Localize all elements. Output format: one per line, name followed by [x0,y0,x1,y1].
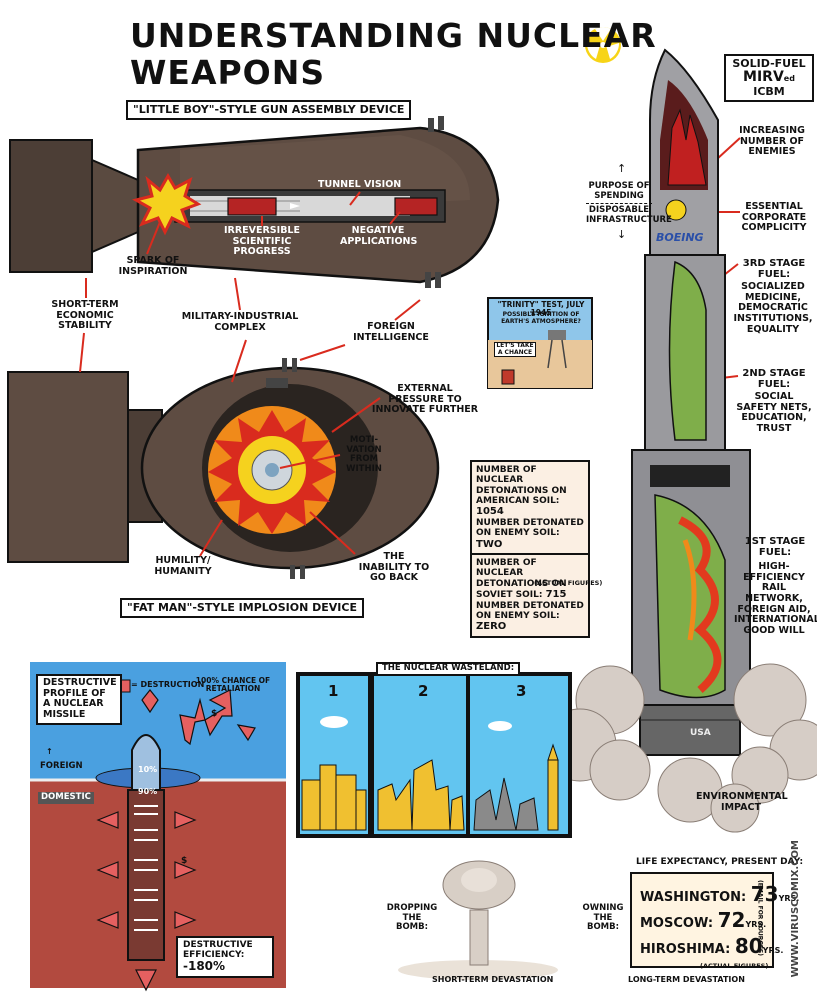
email-note: (email for sources) [756,880,764,956]
owning-caption: Long-term devastation [628,975,745,984]
short-term-label: Short-term economic stability [51,299,119,332]
purpose-divider [586,203,652,204]
life-expectancy-heading: Life expectancy, present day: [636,857,804,867]
fat-man-heading: "Fat Man"-style implosion device [120,598,364,619]
fat-man-bomb [7,358,440,579]
efficiency-label: Destructive efficiency: [183,940,253,961]
le-city: Hiroshima: [640,942,731,957]
le-row-hiroshima: Hiroshima: 80yrs. [640,934,783,958]
le-value: 80 [734,934,763,958]
wasteland-heading: The nuclear wasteland: [376,662,521,676]
us-enemy-value: Two [476,538,503,550]
ussr-detonations-value: 715 [545,589,567,601]
panel-3-number: 3 [516,682,527,700]
stage2-items: Social safety nets, education, trust [736,391,812,434]
usa-marking: USA [690,728,711,738]
profile-panel [30,662,286,992]
arrow-up-icon: ↑ [617,162,627,175]
radiation-icon [585,27,621,63]
profile-heading: Destructive profile of a nuclear missile [36,674,122,725]
spark-label: Spark of inspiration [118,255,188,277]
domestic-percent: 90% [138,787,158,796]
stage2-title: 2nd stage fuel: [742,368,806,391]
dollar-sign-1: $ [211,709,218,719]
site-credit: www.viruscomix.com [790,840,801,978]
external-pressure-label: External pressure to innovate further [371,383,479,416]
destruction-legend: = Destruction [131,680,205,689]
le-row-moscow: Moscow: 72yrs. [640,908,767,932]
stage3-title: 3rd stage fuel: [742,258,806,281]
detonation-stats: Number of nuclear detonations on America… [470,460,590,638]
mic-label: Military-industrial complex [181,311,299,333]
domestic-label: Domestic [38,792,94,804]
efficiency-box: Destructive efficiency: -180% [176,936,274,978]
stage3-items: Socialized medicine, democratic institut… [733,281,813,335]
humility-label: Humility/ humanity [154,555,212,577]
ussr-enemy-label: Number detonated on enemy soil: [476,600,584,621]
rocket-heading-icbm: ICBM [753,84,785,98]
dollar-sign-2: $ [181,856,188,866]
motivation-label: Moti-vation from within [346,435,382,474]
irreversible-label: Irreversible scientific progress [224,225,300,258]
foreign-label: Foreign [40,761,83,771]
le-city: Moscow: [640,916,714,931]
disposable-label: Disposable infrastructure [586,205,672,225]
retaliation-label: 100% chance of retaliation [195,676,271,694]
stats-note: (actual figures) [534,579,603,587]
le-unit: yrs. [745,920,767,929]
efficiency-value: -180% [183,959,226,974]
panel-1-number: 1 [328,682,339,700]
icbm-rocket [631,48,751,756]
owning-label: Owning the bomb: [582,903,624,933]
us-detonations-value: 1054 [476,506,504,518]
foreign-arrow: ↑ [46,747,53,756]
trinity-caption: "Trinity" test, July 1945 [497,300,585,318]
panel-2-number: 2 [418,682,429,700]
tunnel-label: Tunnel vision [318,179,402,190]
negative-label: Negative applications [340,225,418,247]
us-detonations-label: Number of nuclear detonations on America… [476,465,567,507]
rocket-heading-mirv: MIRV [743,69,784,86]
foreign-intel-label: Foreign intelligence [353,321,429,343]
le-row-washington: Washington: 73yrs. [640,882,799,906]
trinity-sub: Possible ignition of Earth's atmosphere? [501,311,581,325]
life-expectancy-note: (actual figures) [700,962,769,970]
inability-label: The inability to go back [358,551,430,584]
le-city: Washington: [640,890,747,905]
little-boy-bomb [9,116,500,288]
mushroom-cloud [398,860,558,980]
little-boy-heading: "Little Boy"-style gun assembly device [126,100,412,121]
page-title: Understanding Nuclear Weapons [130,16,657,92]
le-unit: yrs. [778,894,800,903]
enemies-label: Increasing number of enemies [739,125,805,158]
stage1-items: High-efficiency rail network, foreign ai… [734,561,817,636]
arrow-down-icon: ↓ [617,228,627,241]
wasteland-strip [296,672,572,838]
us-enemy-label: Number detonated on enemy soil: [476,517,584,539]
corporate-label: Essential corporate complicity [741,201,807,234]
purpose-label: Purpose of spending [588,181,650,201]
boeing-logo: BOEING [656,231,704,244]
trinity-sign: Let's take a chance [494,342,536,358]
dropping-label: Dropping the bomb: [386,903,438,933]
foreign-percent: 10% [138,765,158,774]
life-expectancy-box: Washington: 73yrs. Moscow: 72yrs. Hirosh… [630,872,799,968]
rocket-heading: Solid-fuel MIRVed ICBM [724,54,814,103]
ussr-enemy-value: Zero [476,621,507,633]
dropping-caption: Short-term devastation [432,975,554,984]
rocket-heading-line1: Solid-fuel [732,57,806,70]
environmental-label: Environmental impact [696,791,788,813]
stage1-title: 1st stage fuel: [744,536,806,559]
rocket-heading-ed: ed [783,74,795,84]
le-value: 72 [717,908,746,932]
le-value: 73 [750,882,779,906]
le-unit: yrs. [762,946,784,955]
ussr-detonations-label: Number of nuclear detonations on Soviet … [476,558,567,601]
